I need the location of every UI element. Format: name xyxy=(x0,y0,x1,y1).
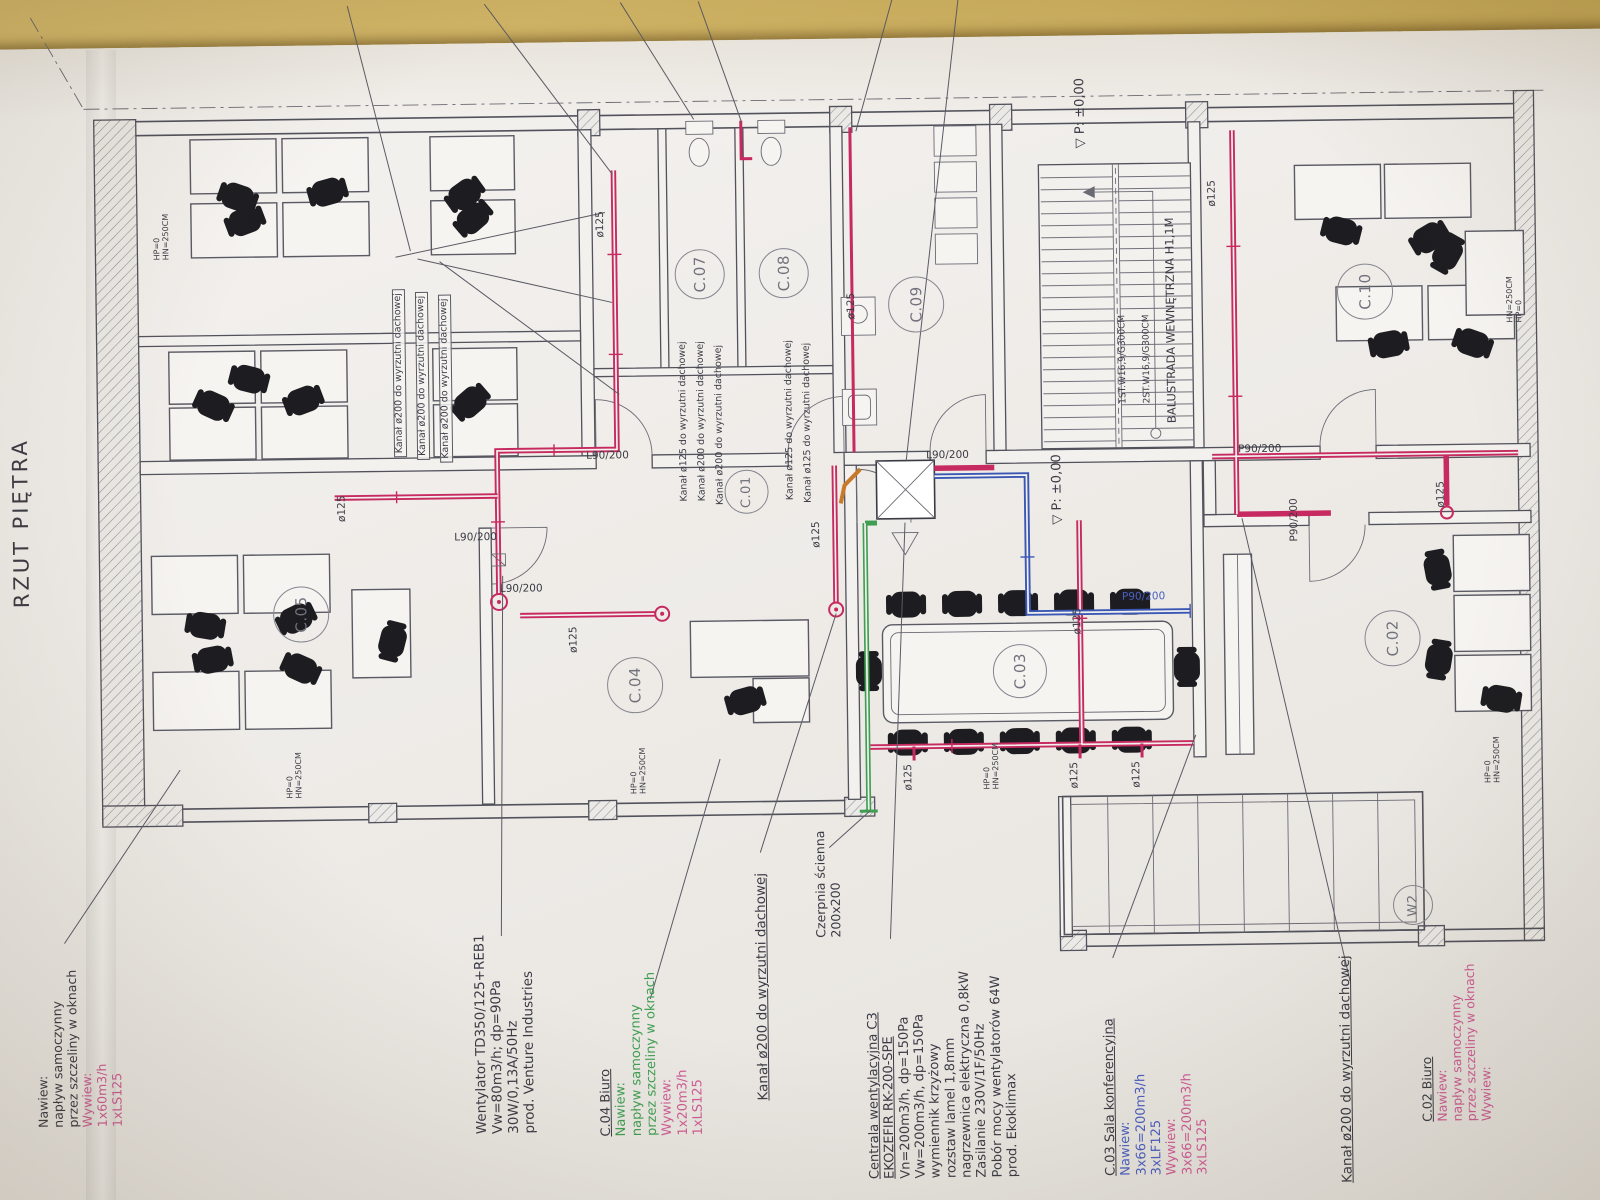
plan-label: ø125 xyxy=(844,292,858,320)
plan-label: P90/200 xyxy=(1237,442,1282,456)
plan-label: ▽ P: ±0,00 xyxy=(1072,77,1089,149)
plan-label: P90/200 xyxy=(1287,498,1301,542)
plan-label: 1ST.W16,9/G300CM xyxy=(1117,314,1129,404)
annotation-line: nagrzewnica elektryczna 0,8kW xyxy=(956,970,975,1178)
plan-label: ø125 xyxy=(593,211,607,238)
annotation-line: Wywiew: xyxy=(1478,1066,1494,1122)
annotation-line: prod. Venture Industries xyxy=(519,970,538,1134)
plan-label: Kanał ø200 do wyrzutni dachowej xyxy=(694,341,708,502)
plan-label: Kanał ø200 do wyrzutni dachowej xyxy=(414,291,430,460)
boundary-lines xyxy=(29,17,1544,110)
plan-label: ø125 xyxy=(1205,180,1218,207)
heat-exchanger-unit xyxy=(875,459,936,556)
annotation-line: Kanał ø200 do wyrzutni dachowej xyxy=(1336,955,1356,1183)
plan-label: L90/200 xyxy=(499,582,543,595)
annotation-line: 3xLS125 xyxy=(1194,1118,1211,1175)
plan-label: ø125 xyxy=(335,495,348,523)
plan-label: Kanał ø125 do wyrzutni dachowej xyxy=(782,339,796,501)
room-label-C.07: C.07 xyxy=(674,248,726,300)
annotation-line: C.03 Sala konferencyjna xyxy=(1101,1018,1119,1177)
plan-label: Kanał ø200 do wyrzutni dachowej xyxy=(712,344,726,506)
plan-label: ø125 xyxy=(1068,761,1081,789)
annotation-line: przez szczeliny w oknach xyxy=(642,971,660,1137)
room-label-C.08: C.08 xyxy=(758,247,810,299)
annotation-line: przez szczeliny w oknach xyxy=(1462,963,1480,1122)
duct-orange xyxy=(838,467,862,504)
plan-label: ▽ P: ±0,00 xyxy=(1049,454,1066,525)
plan-label: ø125 xyxy=(1434,481,1447,508)
plan-label: Kanał ø125 do wyrzutni dachowej xyxy=(676,341,690,502)
room-label-C.01: C.01 xyxy=(724,469,769,514)
room-label-C.09: C.09 xyxy=(887,276,945,333)
plan-label: L90/200 xyxy=(454,530,498,544)
plan-label: L90/200 xyxy=(586,449,629,462)
plan-label: Kanał ø200 do wyrzutni dachowej xyxy=(437,294,453,463)
furniture xyxy=(150,134,1533,756)
toilet-fixtures xyxy=(685,119,786,167)
room-label-W2: W2 xyxy=(1392,884,1434,926)
plan-label: ø125 xyxy=(902,764,915,791)
plan-label: ø125 xyxy=(567,626,580,654)
plan-label: Kanał ø200 do wyrzutni dachowej xyxy=(391,288,407,458)
annotation-line: Pobór mocy wentylatorów 64W xyxy=(987,975,1006,1178)
annotation-block: Kanał ø200 do wyrzutni dachowej xyxy=(1336,955,1357,1183)
skylight-band xyxy=(1061,791,1426,936)
annotation-line: 1xLS125 xyxy=(690,1079,706,1136)
room-label-C.05: C.05 xyxy=(272,586,330,643)
annotation-line: 200x200 xyxy=(827,882,844,938)
annotation-block: Kanał ø200 do wyrzutni dachowej xyxy=(752,872,773,1101)
leader-lines xyxy=(64,0,1351,1000)
annotation-line: prod. Ekoklimax xyxy=(1004,1073,1021,1178)
conference-table xyxy=(881,620,1175,724)
room-label-C.04: C.04 xyxy=(606,656,664,714)
plan-label: ø125 xyxy=(1130,761,1143,788)
stair-arrow xyxy=(1082,186,1095,199)
drawing-title: RZUT PIĘTRA xyxy=(7,438,35,609)
plan-label: P90/200 xyxy=(1121,590,1166,603)
room-label-C.02: C.02 xyxy=(1364,609,1421,667)
annotation-line: przez szczeliny w oknach xyxy=(63,969,81,1128)
plan-label: ø125 xyxy=(1071,607,1084,635)
duct-green xyxy=(859,520,878,813)
staircase xyxy=(1037,162,1195,450)
room-label-C.10: C.10 xyxy=(1336,263,1394,320)
duct-red xyxy=(334,120,1519,761)
kitchen-units xyxy=(840,125,979,426)
plan-label: 2ST.W16,9/G300CM xyxy=(1141,314,1153,404)
plan-label: L90/200 xyxy=(926,448,969,462)
plan-label: Kanał ø125 do wyrzutni dachowej xyxy=(800,342,814,503)
duct-blue xyxy=(934,472,1191,618)
annotation-line: 1xLS125 xyxy=(108,1072,125,1128)
annotation-line: Kanał ø200 do wyrzutni dachowej xyxy=(752,872,772,1101)
plan-label: BALUSTRADA WEWNĘTRZNA H1,1M xyxy=(1162,217,1179,424)
room-label-C.03: C.03 xyxy=(992,643,1048,699)
plan-label: ø125 xyxy=(809,521,823,548)
